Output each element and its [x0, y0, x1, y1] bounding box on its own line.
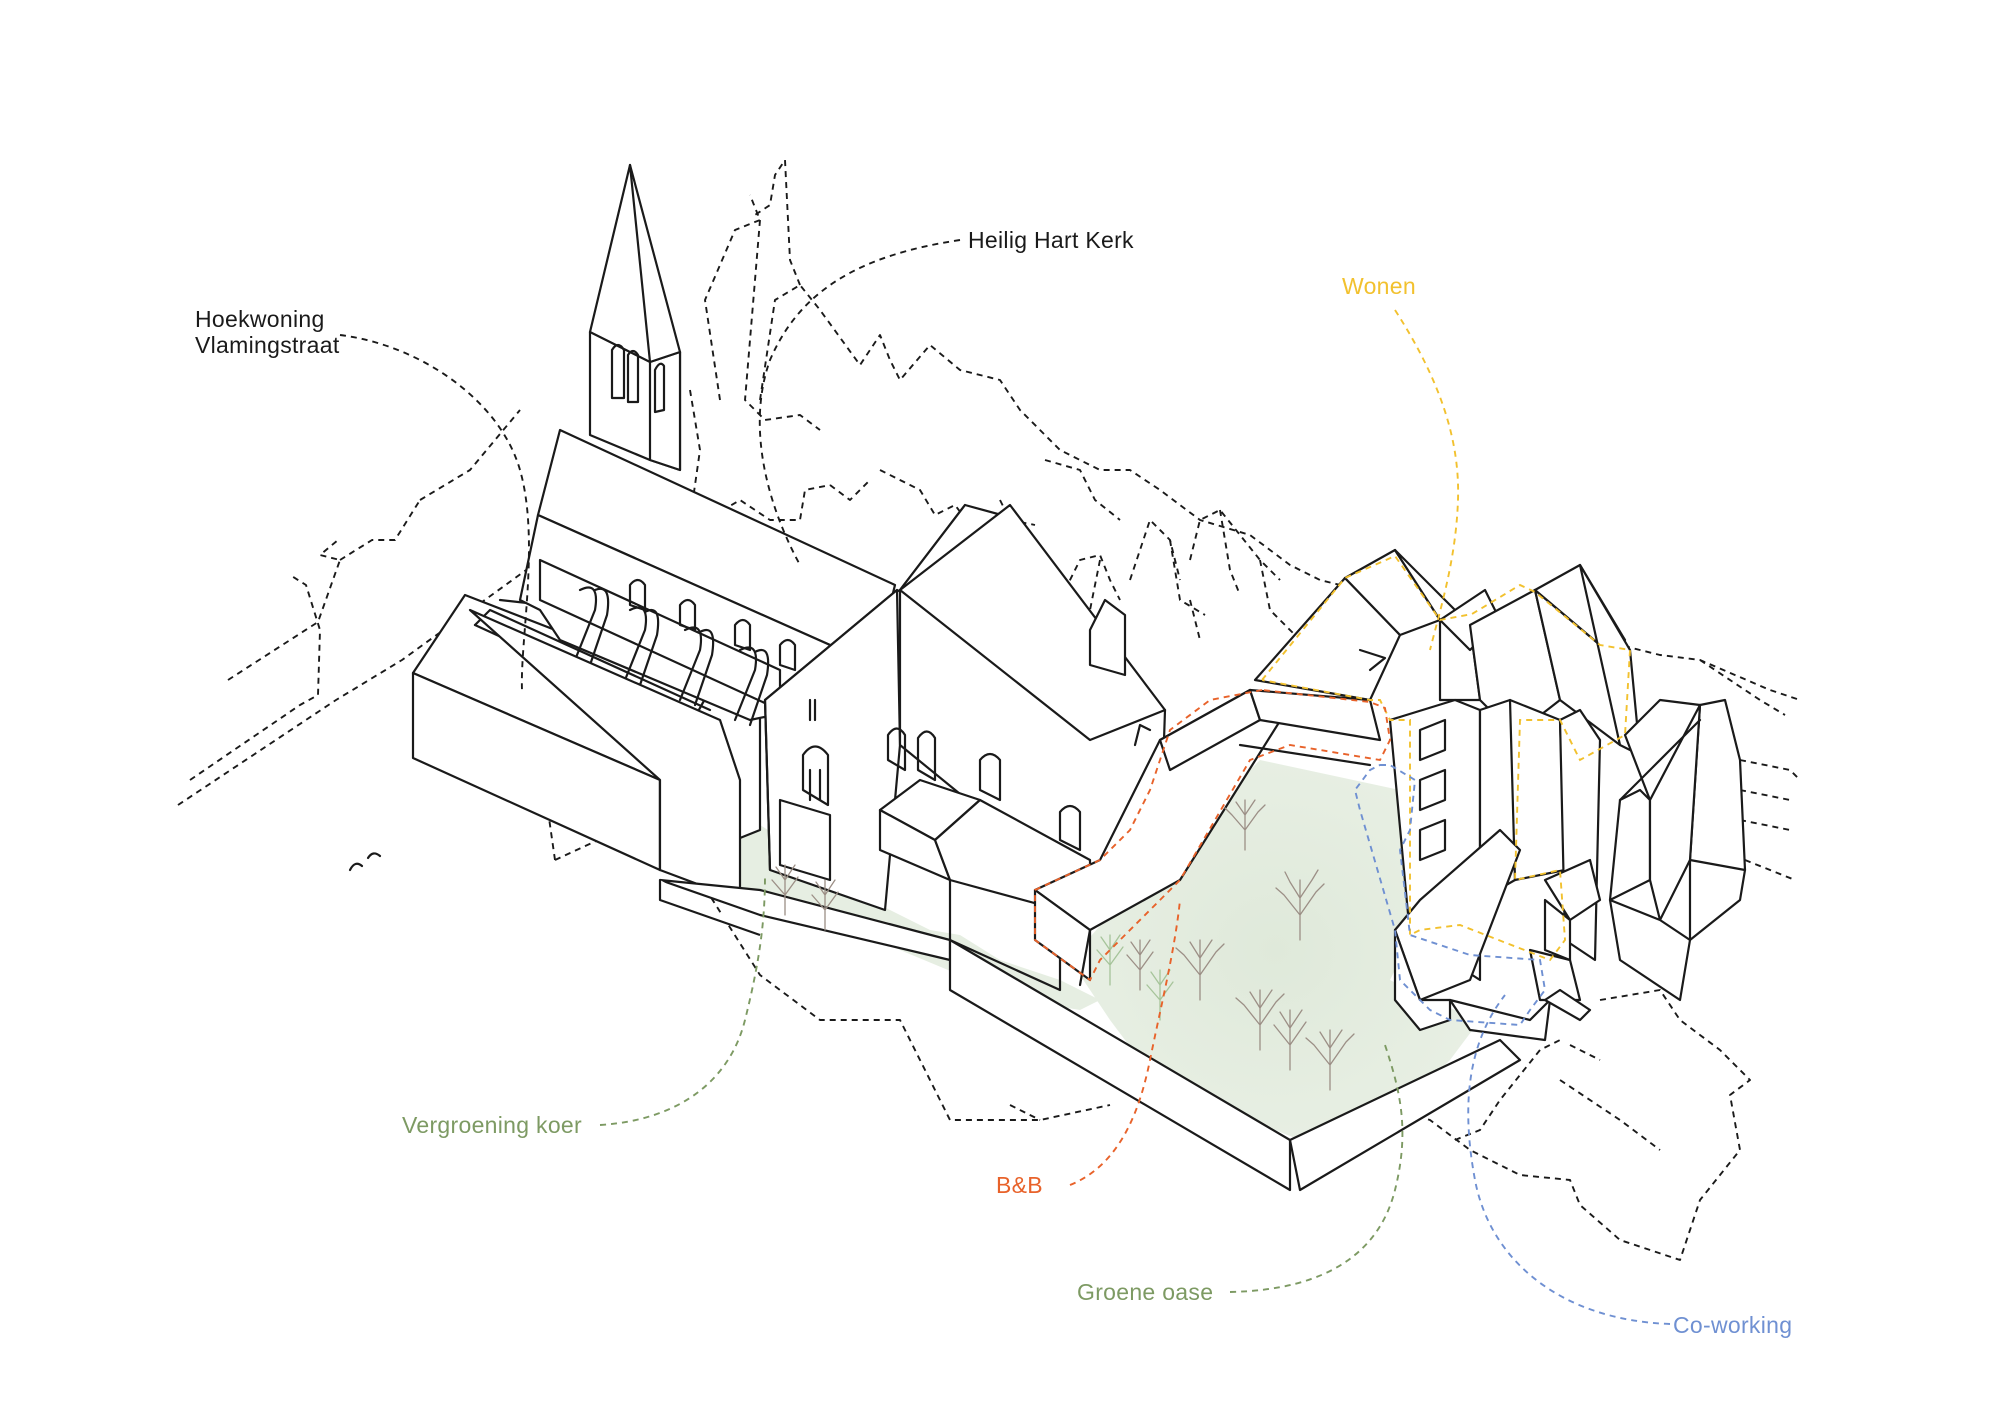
leader-church [758, 239, 961, 566]
tree-10 [1096, 934, 1124, 986]
leader-courtyard [599, 874, 766, 1126]
label-housing: Wonen [1342, 273, 1416, 299]
tree-3 [1175, 939, 1225, 1001]
label-green-oasis: Groene oase [1077, 1279, 1213, 1305]
tree-1 [1224, 799, 1266, 851]
tree-4 [1235, 989, 1285, 1051]
decorative-mark [348, 852, 382, 872]
label-coworking: Co-working [1673, 1312, 1792, 1338]
label-corner-house-line2: Vlamingstraat [195, 332, 340, 358]
tree-11 [1146, 969, 1174, 1021]
leader-oasis [1229, 1044, 1404, 1293]
leader-housing [1394, 309, 1460, 651]
tree-9 [811, 879, 839, 931]
leader-bnb [1069, 899, 1181, 1186]
label-bnb: B&B [996, 1172, 1043, 1198]
program-outlines [1034, 554, 1631, 1026]
tree-7 [1126, 939, 1154, 991]
label-church: Heilig Hart Kerk [968, 227, 1134, 253]
leader-lines [339, 239, 1671, 1325]
label-courtyard-greening: Vergroening koer [402, 1112, 582, 1138]
label-corner-house-line1: Hoekwoning [195, 306, 325, 332]
labels: Hoekwoning Vlamingstraat Heilig Hart Ker… [195, 227, 1792, 1338]
tree-5 [1305, 1029, 1355, 1091]
tree-6 [1273, 1009, 1307, 1071]
tree-8 [771, 864, 799, 916]
church-complex [411, 163, 1747, 1192]
trees [771, 799, 1355, 1091]
tree-2 [1275, 869, 1325, 941]
context-buildings-dashed [177, 159, 1801, 1261]
leader-coworking [1467, 994, 1671, 1325]
leader-corner-house [339, 334, 530, 691]
